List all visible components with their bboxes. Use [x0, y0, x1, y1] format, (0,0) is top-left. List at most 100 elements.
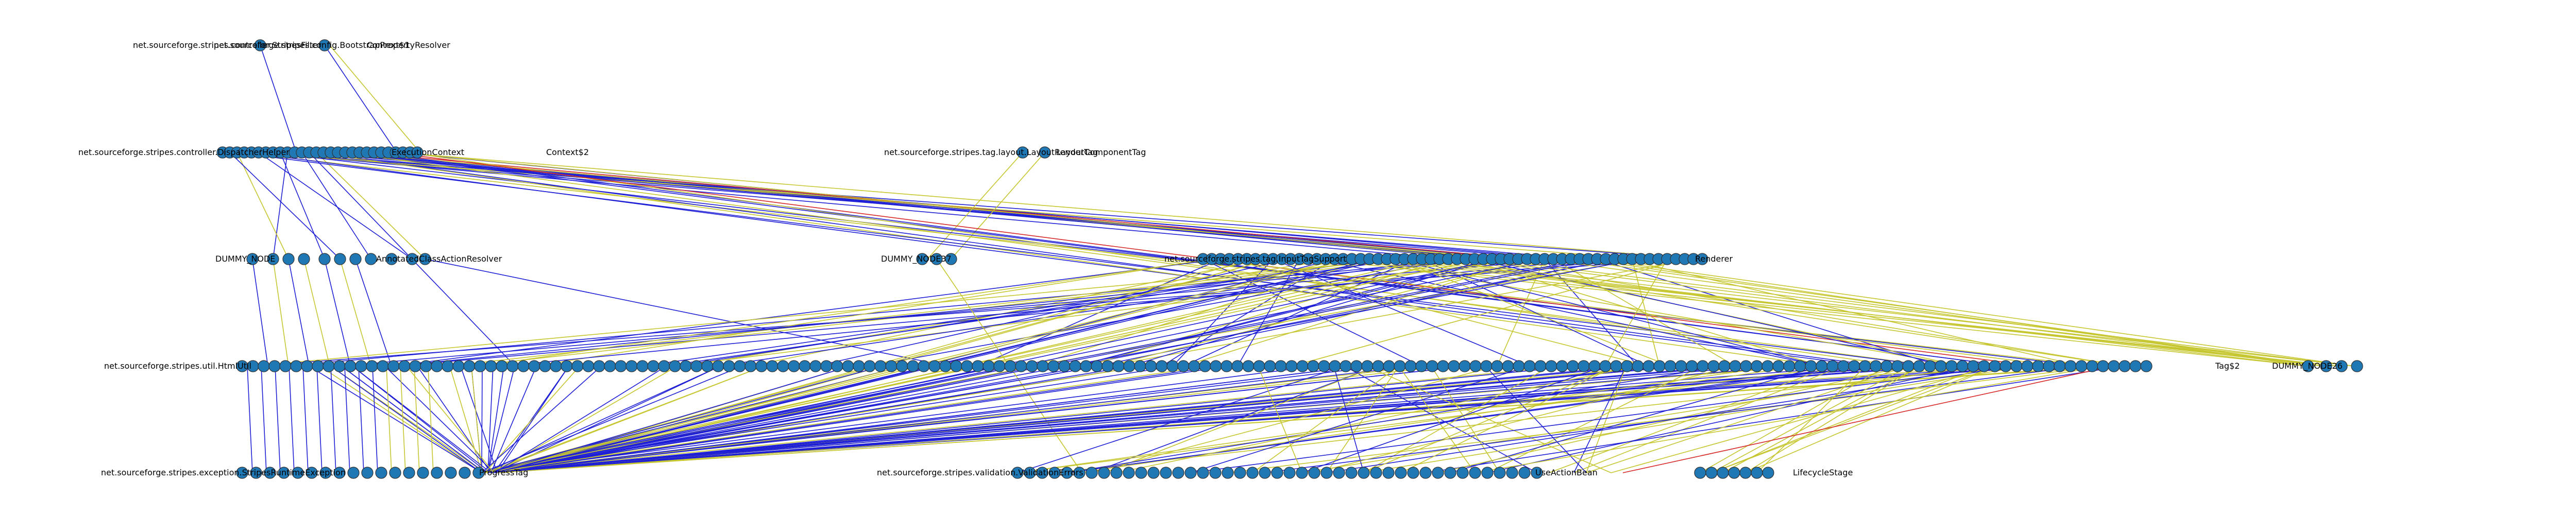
- dependency-edge: [241, 152, 2096, 367]
- dependency-edge: [480, 259, 1212, 367]
- graph-node: [1653, 360, 1666, 372]
- graph-node: [1880, 360, 1893, 372]
- graph-node: [1686, 360, 1698, 372]
- graph-node: [1762, 467, 1774, 479]
- graph-node: [1372, 360, 1384, 372]
- dependency-edge: [1301, 366, 1605, 473]
- node-label: UseActionBean: [1535, 468, 1598, 477]
- graph-node: [355, 360, 367, 372]
- dependency-edge: [494, 366, 1089, 473]
- dependency-edge: [1722, 366, 1920, 473]
- dependency-edge: [1291, 259, 1685, 367]
- node-label: net.sourceforge.stripes.tag.layout.Layou…: [884, 147, 1098, 157]
- dependency-edge: [1229, 259, 1649, 367]
- graph-node: [1978, 360, 1990, 372]
- graph-node: [863, 360, 876, 372]
- graph-node: [349, 253, 362, 265]
- graph-node: [853, 360, 865, 372]
- graph-node: [1296, 360, 1309, 372]
- graph-node: [1166, 360, 1179, 372]
- graph-node: [1134, 360, 1146, 372]
- dependency-edge: [252, 259, 1676, 367]
- graph-node: [1061, 467, 1073, 479]
- graph-node: [1578, 360, 1590, 372]
- dependency-edge: [340, 259, 371, 367]
- dependency-edge: [1395, 259, 1671, 367]
- graph-node: [1513, 360, 1525, 372]
- dependency-edge: [358, 366, 364, 473]
- dependency-edge: [1745, 366, 1920, 473]
- graph-node: [312, 360, 324, 372]
- graph-node: [1664, 360, 1676, 372]
- graph-node: [1632, 360, 1644, 372]
- graph-node: [1383, 360, 1395, 372]
- graph-node: [250, 467, 262, 479]
- dependency-edge: [406, 366, 495, 473]
- dependency-edge: [1363, 366, 1551, 473]
- dependency-edge: [494, 366, 667, 473]
- graph-node: [409, 360, 421, 372]
- graph-node: [1275, 360, 1287, 372]
- graph-node: [1729, 360, 1741, 372]
- graph-node: [1728, 467, 1740, 479]
- graph-node: [2032, 360, 2044, 372]
- graph-node: [1285, 360, 1298, 372]
- dependency-edge: [1075, 259, 1615, 367]
- graph-node: [1073, 467, 1086, 479]
- graph-node: [2021, 360, 2033, 372]
- graph-node: [254, 39, 266, 52]
- dependency-edge: [1190, 366, 2005, 473]
- dependency-edge: [481, 366, 1316, 473]
- dependency-edge: [393, 259, 1221, 367]
- graph-node: [347, 467, 360, 479]
- graph-node: [1469, 467, 1481, 479]
- dependency-edge: [494, 366, 1229, 473]
- graph-node: [318, 39, 331, 52]
- dependency-edge: [484, 366, 1565, 473]
- dependency-edge: [1544, 259, 1638, 367]
- node-label: net.sourceforge.stripes.config.Bootstrap…: [214, 40, 450, 50]
- graph-node: [236, 467, 248, 479]
- graph-node: [539, 360, 551, 372]
- dependency-edge: [1301, 366, 1973, 473]
- graph-node: [1199, 360, 1211, 372]
- graph-node: [1016, 146, 1029, 159]
- graph-node: [755, 360, 768, 372]
- node-label: ProgressTag: [479, 468, 528, 477]
- graph-node: [431, 360, 443, 372]
- graph-node: [298, 253, 310, 265]
- dependency-edge: [1227, 366, 2103, 473]
- graph-node: [411, 146, 423, 159]
- graph-node: [319, 467, 332, 479]
- graph-node: [1459, 360, 1471, 372]
- graph-node: [1048, 467, 1061, 479]
- graph-node: [1415, 360, 1428, 372]
- dependency-edge: [252, 259, 268, 367]
- dependency-edge: [494, 366, 851, 473]
- graph-node: [1826, 360, 1839, 372]
- dependency-edge: [1430, 259, 2125, 367]
- graph-node: [246, 253, 259, 265]
- graph-node: [1967, 360, 1979, 372]
- dependency-edge: [1586, 366, 1626, 473]
- dependency-edge: [301, 152, 371, 260]
- graph-node: [301, 360, 313, 372]
- graph-node: [398, 360, 411, 372]
- dependency-edge: [1711, 366, 1909, 473]
- graph-node: [1234, 467, 1246, 479]
- graph-node: [1870, 360, 1882, 372]
- dependency-edge: [494, 366, 1132, 473]
- graph-node: [1320, 467, 1333, 479]
- graph-node: [690, 360, 703, 372]
- graph-node: [1037, 360, 1049, 372]
- graph-node: [1080, 360, 1092, 372]
- dependency-edge: [352, 366, 492, 473]
- graph-node: [1177, 360, 1190, 372]
- graph-node: [1956, 360, 1969, 372]
- graph-node: [442, 360, 454, 372]
- graph-node: [2097, 360, 2109, 372]
- graph-node: [723, 360, 735, 372]
- dependency-edge: [497, 366, 1413, 473]
- dependency-edge: [1594, 259, 2355, 367]
- graph-node: [1494, 467, 1506, 479]
